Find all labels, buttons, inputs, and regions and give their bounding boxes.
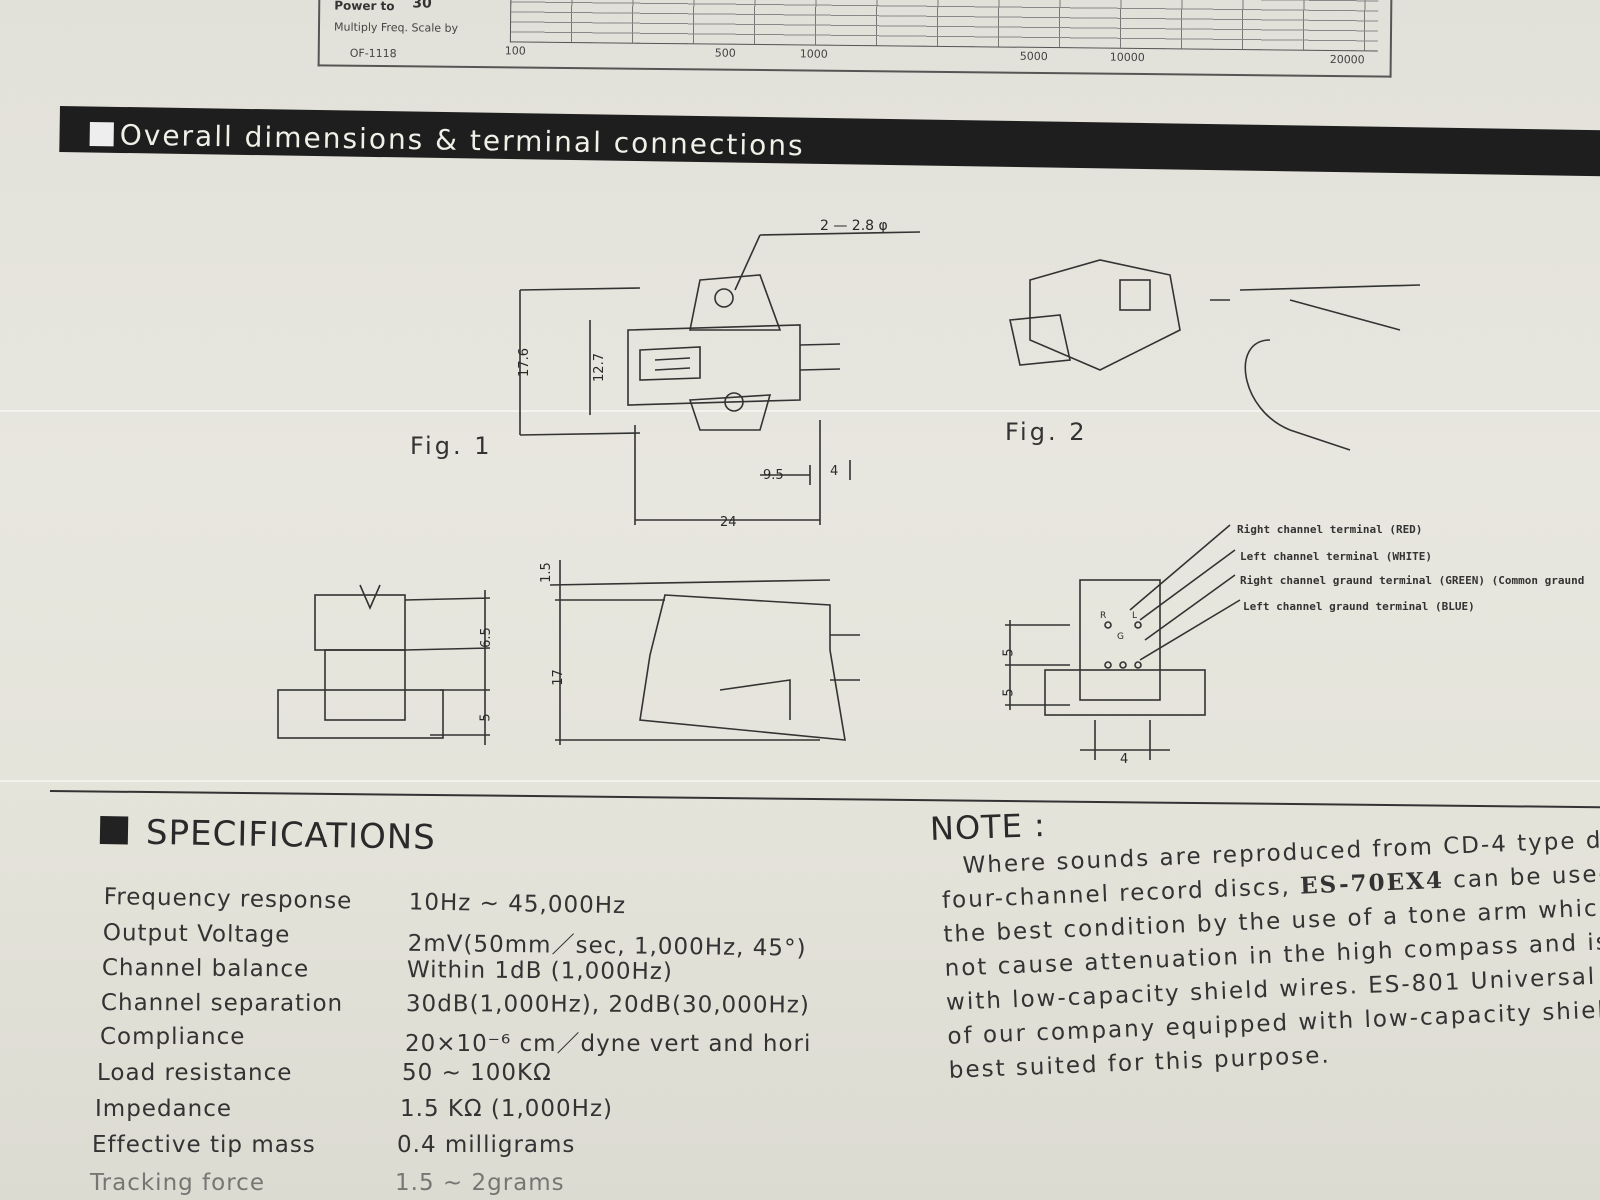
model-name: ES-70EX4 [1299,866,1445,900]
spec-value: 1.5 KΩ (1,000Hz) [400,1096,614,1122]
note-title: NOTE : [929,805,1047,849]
terminal-label-right-ground: Right channel graund terminal (GREEN) (C… [1240,574,1585,587]
fig2-label: Fig. 2 [1005,418,1088,446]
dim-5: 5 [478,713,494,722]
spec-value: Within 1dB (1,000Hz) [406,957,673,985]
spec-value: 30dB(1,000Hz), 20dB(30,000Hz) [405,991,810,1019]
dim-17: 17 [550,669,566,686]
power-value: 30 [412,0,432,12]
x-tick: 100 [504,44,526,58]
dim-4-bottom: 4 [1120,752,1129,767]
frequency-response-chart: Power to 30 Multiply Freq. Scale by OF-1… [317,0,1393,78]
spec-label: Output Voltage [102,920,291,949]
terminal-label-left: Left channel terminal (WHITE) [1240,550,1433,563]
front-view-drawing [277,584,491,745]
spec-label: Frequency response [103,884,353,915]
spec-value: 1.5 ~ 2grams [395,1170,565,1196]
pin-label-r: R [1100,611,1107,621]
x-tick: 500 [714,46,736,60]
dim-1-5: 1.5 [538,562,554,583]
fig1-label: Fig. 1 [410,432,493,460]
cartridge-drawings [277,231,1421,760]
spec-value: 10Hz ~ 45,000Hz [408,889,627,920]
spec-label: Effective tip mass [92,1132,316,1158]
note-body: Where sounds are reproduced from CD-4 ty… [940,823,1600,1088]
top-view-drawing [519,231,921,525]
dim-5-top: 5 [1001,648,1017,657]
hole-dimension: 2 — 2.8 φ [820,218,888,234]
power-label: Power to [334,0,395,14]
paper-fold [0,410,1600,412]
dim-24: 24 [720,515,737,530]
spec-label: Channel balance [101,955,310,983]
x-tick: 10000 [1109,50,1145,65]
pin-label-l: L [1132,611,1138,621]
side-view-drawing [549,560,860,745]
paper-fold [0,780,1600,782]
multiply-label: Multiply Freq. Scale by [333,20,459,35]
chart-code: OF-1118 [349,46,397,61]
spec-label: Load resistance [97,1060,293,1086]
spec-value: 20×10⁻⁶ cm／dyne vert and hori [405,1031,812,1057]
spec-value: 0.4 milligrams [397,1132,576,1158]
section-divider [49,790,1600,809]
spec-label: Channel separation [100,990,344,1017]
x-tick: 5000 [1019,49,1048,64]
dim-17-6: 17.6 [516,348,532,377]
pin-label-g: G [1117,632,1124,642]
note-text: can be used [1452,860,1600,894]
spec-label: Compliance [100,1024,246,1050]
chart-grid [509,0,1379,52]
spec-label: Impedance [95,1096,233,1122]
dim-5-bottom: 5 [1001,688,1017,697]
dim-6-5: 6.5 [478,627,494,648]
spec-value: 50 ~ 100KΩ [402,1060,552,1086]
fig2-drawing [1009,259,1421,451]
dim-12-7: 12.7 [591,353,607,382]
x-tick: 20000 [1329,52,1365,67]
terminal-label-left-ground: Left channel graund terminal (BLUE) [1243,600,1475,613]
x-tick: 1000 [799,47,828,61]
terminal-label-right: Right channel terminal (RED) [1237,523,1423,536]
rear-view-drawing [1005,524,1241,760]
dim-4: 4 [830,464,839,479]
spec-label: Tracking force [90,1170,265,1196]
dim-9-5: 9.5 [763,468,784,483]
specifications-title: SPECIFICATIONS [100,812,437,858]
